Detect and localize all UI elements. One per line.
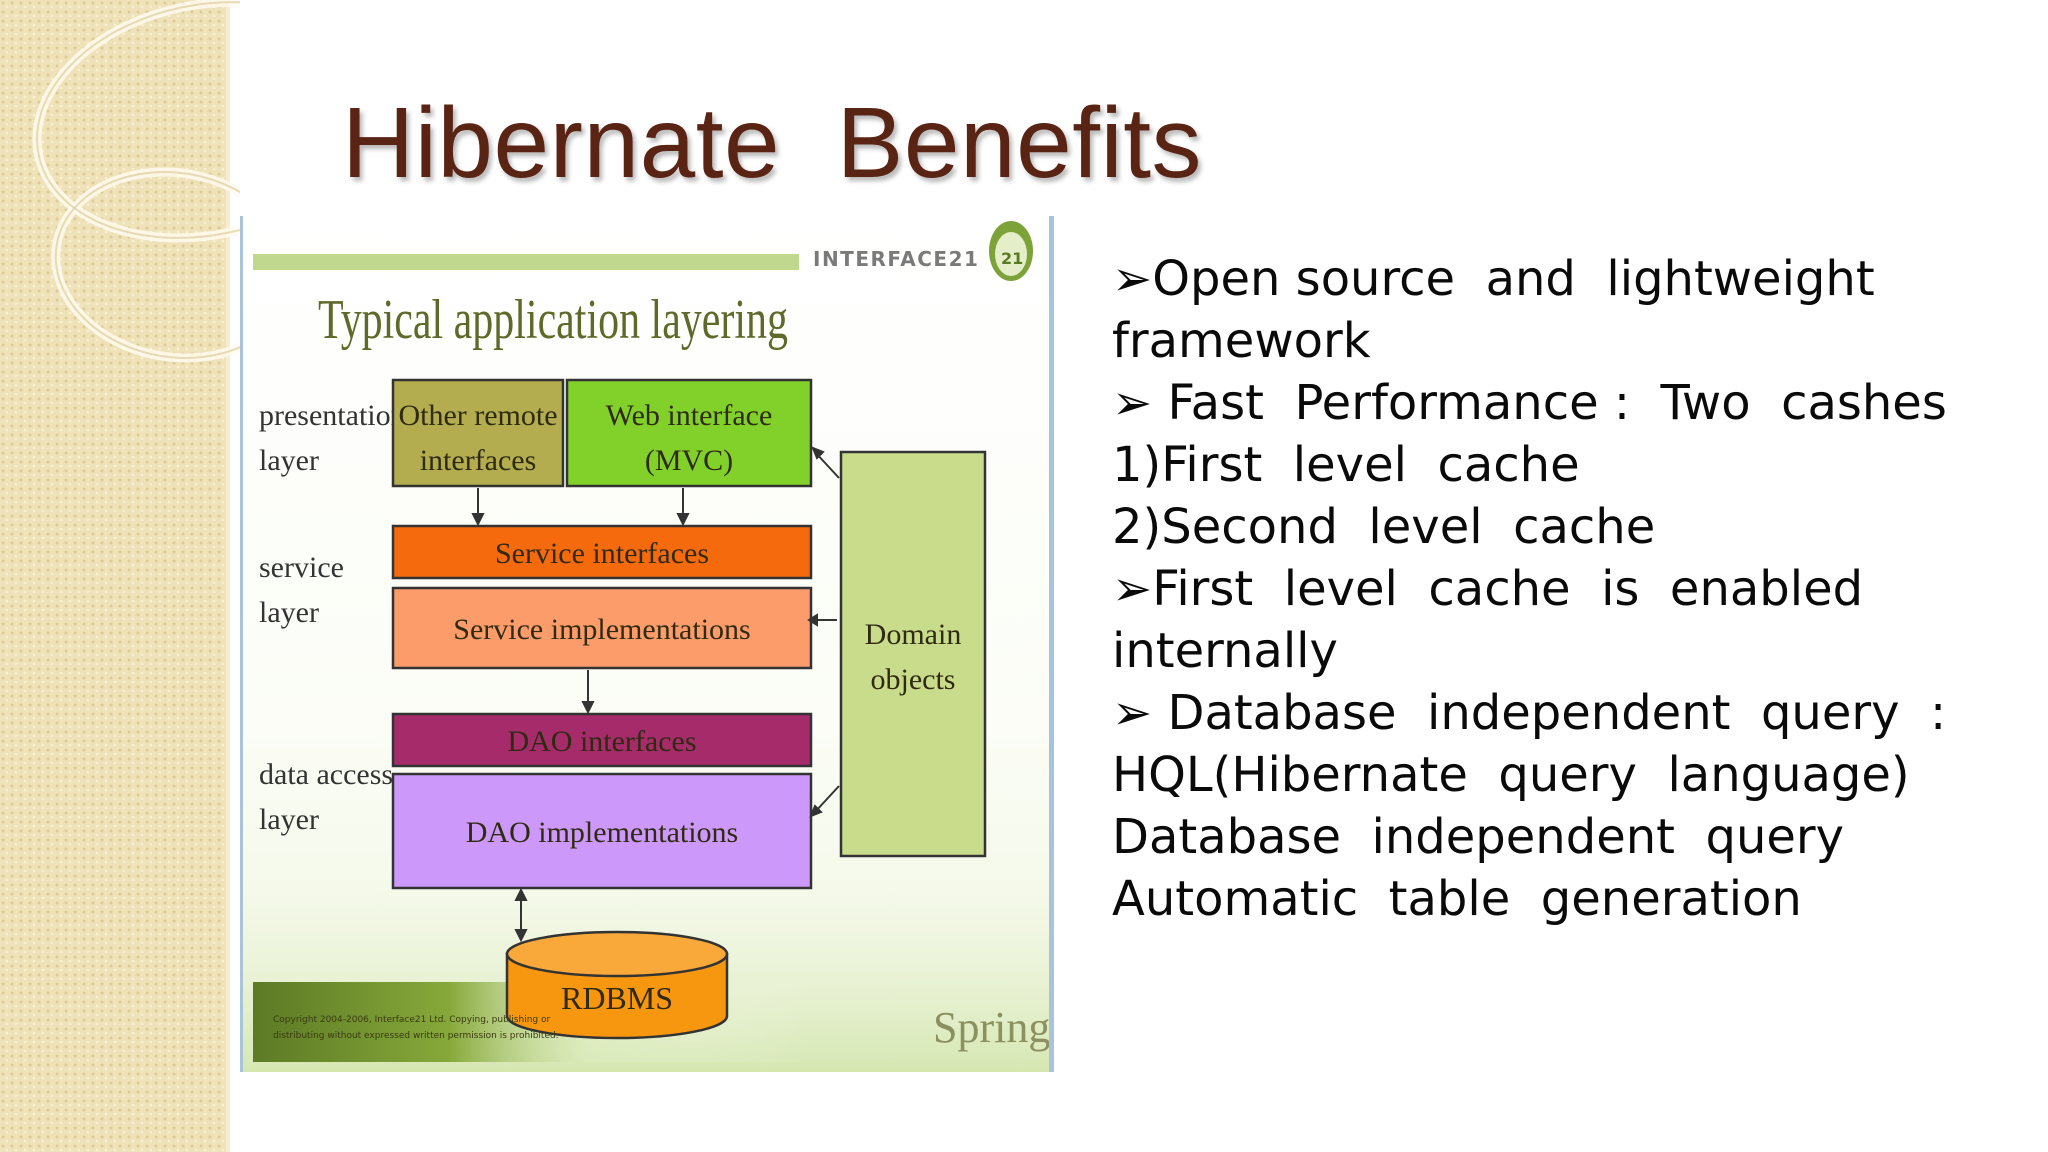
service-layer-label: service — [259, 551, 344, 584]
brand-badge: 21 — [1001, 249, 1023, 268]
benefits-list: ➢Open source and lightweight framework ➢… — [1112, 248, 1947, 930]
bullet-line: HQL(Hibernate query language) — [1112, 747, 1910, 803]
presentation-layer-label: presentation — [259, 399, 406, 432]
data-access-layer-label-2: layer — [259, 803, 319, 836]
dao-implementations-label: DAO implementations — [466, 816, 738, 849]
web-interface-label-1: Web interface — [606, 399, 773, 432]
other-remote-interfaces-box — [391, 378, 565, 488]
brand-leaf-icon: 21 — [989, 221, 1033, 281]
service-layer-label-2: layer — [259, 596, 319, 629]
domain-objects-label-1: Domain — [865, 618, 962, 651]
layering-diagram: INTERFACE21 21 Typical application layer… — [240, 216, 1054, 1072]
web-interface-label-2: (MVC) — [645, 444, 733, 477]
dao-interfaces-box — [391, 712, 813, 768]
data-access-layer-label: data access — [259, 758, 393, 791]
rdbms-cylinder — [505, 930, 729, 1040]
dao-interfaces-label: DAO interfaces — [507, 725, 696, 758]
bullet-line: internally — [1112, 623, 1338, 679]
copyright-line-2: distributing without expressed written p… — [273, 1031, 559, 1041]
bullet-line: 2)Second level cache — [1112, 499, 1656, 555]
presentation-layer-label-2: layer — [259, 444, 319, 477]
bullet-line: ➢ Database independent query : — [1112, 685, 1947, 741]
side-strip-edge — [226, 0, 230, 1152]
decorative-rings — [32, 0, 240, 363]
dao-implementations-box — [391, 772, 813, 890]
brand-name: INTERFACE21 — [813, 247, 979, 271]
decorative-side-strip — [0, 0, 228, 1152]
service-interfaces-box — [391, 524, 813, 580]
domain-objects-label-2: objects — [871, 663, 956, 696]
bullet-line: Automatic table generation — [1112, 871, 1802, 927]
slide-title: Hibernate Benefits — [342, 87, 1202, 199]
header-band — [253, 254, 799, 270]
diagram-title: Typical application layering — [318, 289, 788, 351]
domain-objects-box — [839, 450, 987, 858]
other-remote-label-1: Other remote — [398, 399, 557, 432]
rdbms-label: RDBMS — [561, 980, 673, 1016]
bullet-line: 1)First level cache — [1112, 437, 1580, 493]
bullet-line: ➢ Fast Performance : Two cashes — [1112, 375, 1947, 431]
arrow-dao-domain — [814, 785, 840, 813]
bullet-line: ➢First level cache is enabled — [1112, 561, 1864, 617]
service-implementations-label: Service implementations — [453, 613, 750, 646]
spring-logo: Spring — [933, 1003, 1049, 1052]
service-implementations-box — [391, 586, 813, 670]
copyright-line-1: Copyright 2004-2006, Interface21 Ltd. Co… — [273, 1015, 550, 1025]
other-remote-label-2: interfaces — [420, 444, 537, 477]
bullet-line: Database independent query — [1112, 809, 1845, 865]
service-interfaces-label: Service interfaces — [495, 537, 709, 570]
bullet-line: framework — [1112, 313, 1371, 369]
web-interface-box — [565, 378, 813, 488]
bullet-line: ➢Open source and lightweight — [1112, 251, 1875, 307]
